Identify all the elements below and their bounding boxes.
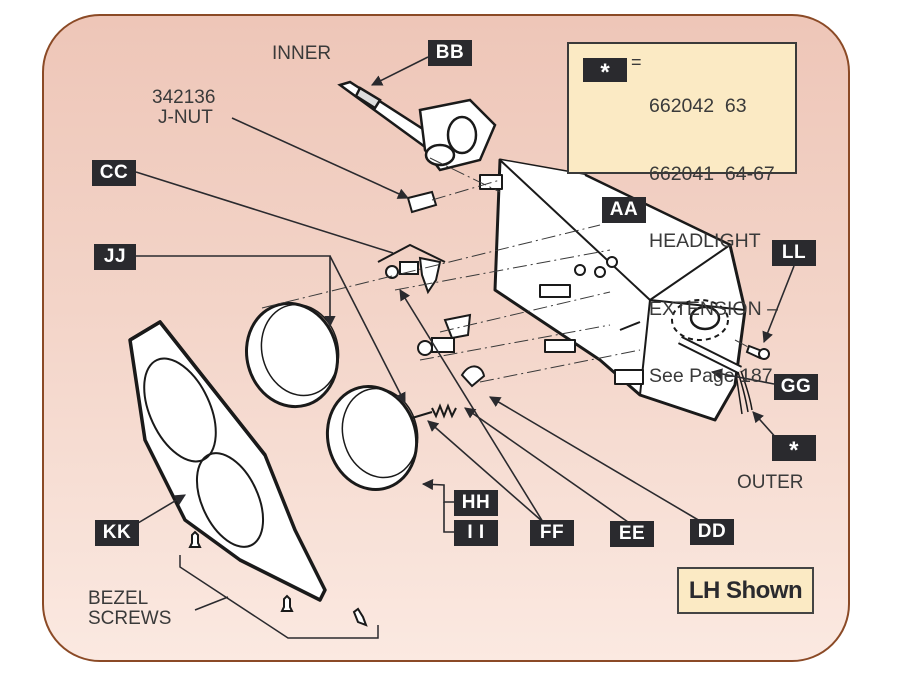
callout-star: * <box>772 435 816 464</box>
legend-line: 662041 64-67 <box>649 162 775 185</box>
headlamp-inner <box>244 301 340 409</box>
callout-ll: LL <box>772 240 816 266</box>
legend-line: EXTENSION – <box>649 297 778 320</box>
callout-kk: KK <box>95 520 139 546</box>
callout-hh: HH <box>454 490 498 516</box>
legend-line: 662042 63 <box>649 95 747 117</box>
callout-gg: GG <box>774 374 818 400</box>
mounting-screw <box>745 344 770 360</box>
j-nut <box>406 190 438 214</box>
view-note: LH Shown <box>677 567 814 614</box>
legend-star-symbol: * <box>583 58 627 86</box>
headlamp-outer <box>325 384 419 492</box>
callout-aa: AA <box>602 197 646 223</box>
j-nut-label: J-NUT <box>158 107 213 128</box>
alignment-lines <box>261 157 751 383</box>
outer-label: OUTER <box>737 472 804 493</box>
callout-ii: I I <box>454 520 498 546</box>
headlight-housing <box>479 158 747 422</box>
legend-equals: = <box>631 52 642 72</box>
legend-text: 662042 63 662041 64-67 HEADLIGHT EXTENSI… <box>649 50 778 433</box>
j-nut-part-number: 342136 <box>152 87 216 108</box>
callout-dd: DD <box>690 519 734 545</box>
callout-ff: FF <box>530 520 574 546</box>
bezel-screws <box>188 530 368 627</box>
leader-lines <box>132 56 795 533</box>
bezel-screws-label-line1: BEZEL <box>88 588 149 609</box>
legend-line: See Page 187 <box>649 365 773 387</box>
callout-jj: JJ <box>94 244 136 270</box>
headlight-bezel <box>128 320 327 602</box>
inner-label: INNER <box>272 43 332 64</box>
legend-box: * = 662042 63 662041 64-67 HEADLIGHT EXT… <box>567 42 797 387</box>
inner-adjuster-bracket <box>337 80 497 172</box>
callout-cc: CC <box>92 160 136 186</box>
callout-ee: EE <box>610 521 654 547</box>
adjuster-spring <box>411 403 457 419</box>
adjuster-screws <box>377 243 486 388</box>
bezel-screws-label-line2: SCREWS <box>88 608 172 629</box>
legend-line: HEADLIGHT <box>649 230 761 252</box>
callout-bb: BB <box>428 40 472 66</box>
